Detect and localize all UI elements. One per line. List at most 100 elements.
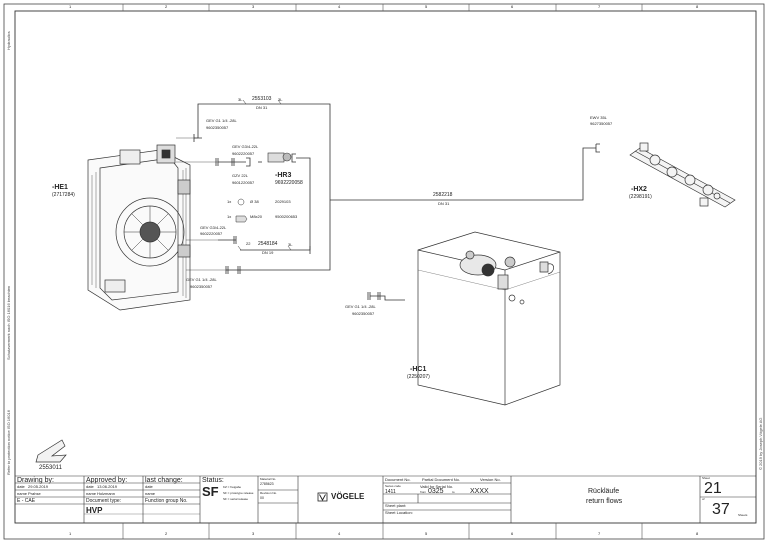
name-label: name xyxy=(86,491,97,496)
gzv-number: 9601220057 xyxy=(232,180,255,185)
column-number: 7 xyxy=(598,4,601,9)
hr3-tag: -HR3 xyxy=(275,172,292,179)
column-number: 6 xyxy=(511,4,514,9)
qty-label: 1x xyxy=(227,199,232,204)
gev-low-number: 9602220057 xyxy=(200,231,223,236)
column-ticks xyxy=(122,4,643,539)
hose-end-label: 3L xyxy=(238,97,243,102)
cooler-drawing xyxy=(87,144,191,311)
sheet-plant-label: Sheet plant: xyxy=(385,503,407,508)
of-label: of xyxy=(702,497,705,501)
series-code-label: Series code xyxy=(385,484,401,488)
hose-end-label: 3L xyxy=(288,242,293,247)
material-number: 2785623 xyxy=(260,482,274,486)
sheet-number: 21 xyxy=(704,480,722,497)
valid-to-label: to xyxy=(452,490,455,494)
hose-end-label: 3L xyxy=(278,97,283,102)
valid-serial-label: Valid for Serial No. xyxy=(420,484,454,489)
document-type-label: Document type: xyxy=(86,498,122,504)
side-label-protection-de: Schutzvermerk nach ISO 16016 beachten xyxy=(6,285,11,360)
version-label: Version No. xyxy=(480,477,501,482)
column-number: 2 xyxy=(165,4,168,9)
sheet-title-de: Rückläufe xyxy=(588,488,620,495)
column-number: 8 xyxy=(696,4,699,9)
status-option: SF = serial release xyxy=(223,497,249,501)
gzv-label: GZV 22L xyxy=(232,173,249,178)
hc1-tag: -HC1 xyxy=(410,366,427,373)
column-number: 3 xyxy=(252,531,255,536)
fitting-symbols xyxy=(193,134,600,300)
valid-to: XXXX xyxy=(470,488,489,495)
qty-label: 1x xyxy=(227,214,232,219)
sheets-label: Sheets xyxy=(738,513,748,517)
column-number: 5 xyxy=(425,531,428,536)
small-parts xyxy=(235,198,248,223)
column-number: 6 xyxy=(511,531,514,536)
gev-mid-label: GEV G3/4-22L xyxy=(232,144,259,149)
valid-from: 0325 xyxy=(428,488,444,495)
revision-number-label: Revision No. xyxy=(260,491,278,495)
gev-low-label: GEV G3/4-22L xyxy=(200,225,227,230)
sheet-label: Sheet xyxy=(702,476,710,480)
status-label: Status: xyxy=(202,477,224,484)
approved-by-label: Approved by: xyxy=(86,477,128,484)
hose-top-number: 2553103 xyxy=(252,96,272,102)
partial-document-label: Partial Document No. xyxy=(422,477,461,482)
name-label: name xyxy=(145,491,156,496)
he1-number: (2717284) xyxy=(52,192,75,198)
gev-top-label: GEV G1 1/4 -28L xyxy=(206,118,237,123)
side-label-copyright: © 2019 by Joseph Vögele AG xyxy=(758,417,763,470)
column-number: 7 xyxy=(598,531,601,536)
brand-name: VÖGELE xyxy=(331,492,365,501)
hose-markers xyxy=(237,99,292,251)
drawing-name: Prahse xyxy=(28,491,41,496)
material-number-label: Material No. xyxy=(260,477,277,481)
vogele-logo-icon xyxy=(317,492,328,502)
column-number: 4 xyxy=(338,531,341,536)
hose-right-number: 2582218 xyxy=(433,192,453,198)
column-number: 1 xyxy=(69,531,72,536)
side-label-protection-en: Refer to protection notice ISO 16016 xyxy=(6,410,11,475)
drawing-date: 29.05.2019 xyxy=(28,484,49,489)
date-label: date xyxy=(145,484,153,489)
gev-bottom-label: GEV G1 1/4 -28L xyxy=(186,277,217,282)
hr3-valve xyxy=(267,152,292,163)
hc1-number: (2250207) xyxy=(407,374,430,380)
sheet-location-label: Sheet Location: xyxy=(385,510,413,515)
ewv-number: 9627350057 xyxy=(590,121,613,126)
screw-number: 9500200653 xyxy=(275,214,298,219)
hose-end-label: 22 xyxy=(246,241,251,246)
screw-label: M8x20 xyxy=(250,214,263,219)
hose-low-dn: DN 19 xyxy=(262,250,274,255)
name-label: name xyxy=(17,491,28,496)
column-number: 2 xyxy=(165,531,168,536)
side-label-hydraulics: Hydraulics xyxy=(6,31,11,50)
status-option: SF = prototype release xyxy=(223,491,254,495)
gev-bottom-number: 9602350057 xyxy=(190,284,213,289)
gev-tank-number: 9602350057 xyxy=(352,311,375,316)
status-option: KZ = freigabe xyxy=(223,485,242,489)
department: E - CAE xyxy=(17,498,36,504)
ewv-label: EWV 35L xyxy=(590,115,607,120)
hose-low-number: 2548184 xyxy=(258,241,278,247)
column-number: 5 xyxy=(425,4,428,9)
document-number-label: Document No. xyxy=(385,477,411,482)
date-label: date xyxy=(86,484,94,489)
gev-tank-label: GEV G1 1/4 -28L xyxy=(345,304,376,309)
gev-mid-number: 9602220057 xyxy=(232,151,255,156)
oring-number: 2029103 xyxy=(275,199,291,204)
view-arrow-icon xyxy=(35,439,67,463)
drawing-by-label: Drawing by: xyxy=(17,477,54,484)
tank-drawing xyxy=(417,231,561,406)
sheet-title-en: return flows xyxy=(586,498,623,505)
valid-from-label: from xyxy=(420,490,426,494)
date-label: date xyxy=(17,484,25,489)
function-group-label: Function group No. xyxy=(145,498,188,504)
column-number: 4 xyxy=(338,4,341,9)
approved-name: Holzmann xyxy=(97,491,116,496)
status-value: SF xyxy=(202,484,219,499)
column-number: 8 xyxy=(696,531,699,536)
hx2-number: (2298191) xyxy=(629,194,652,200)
